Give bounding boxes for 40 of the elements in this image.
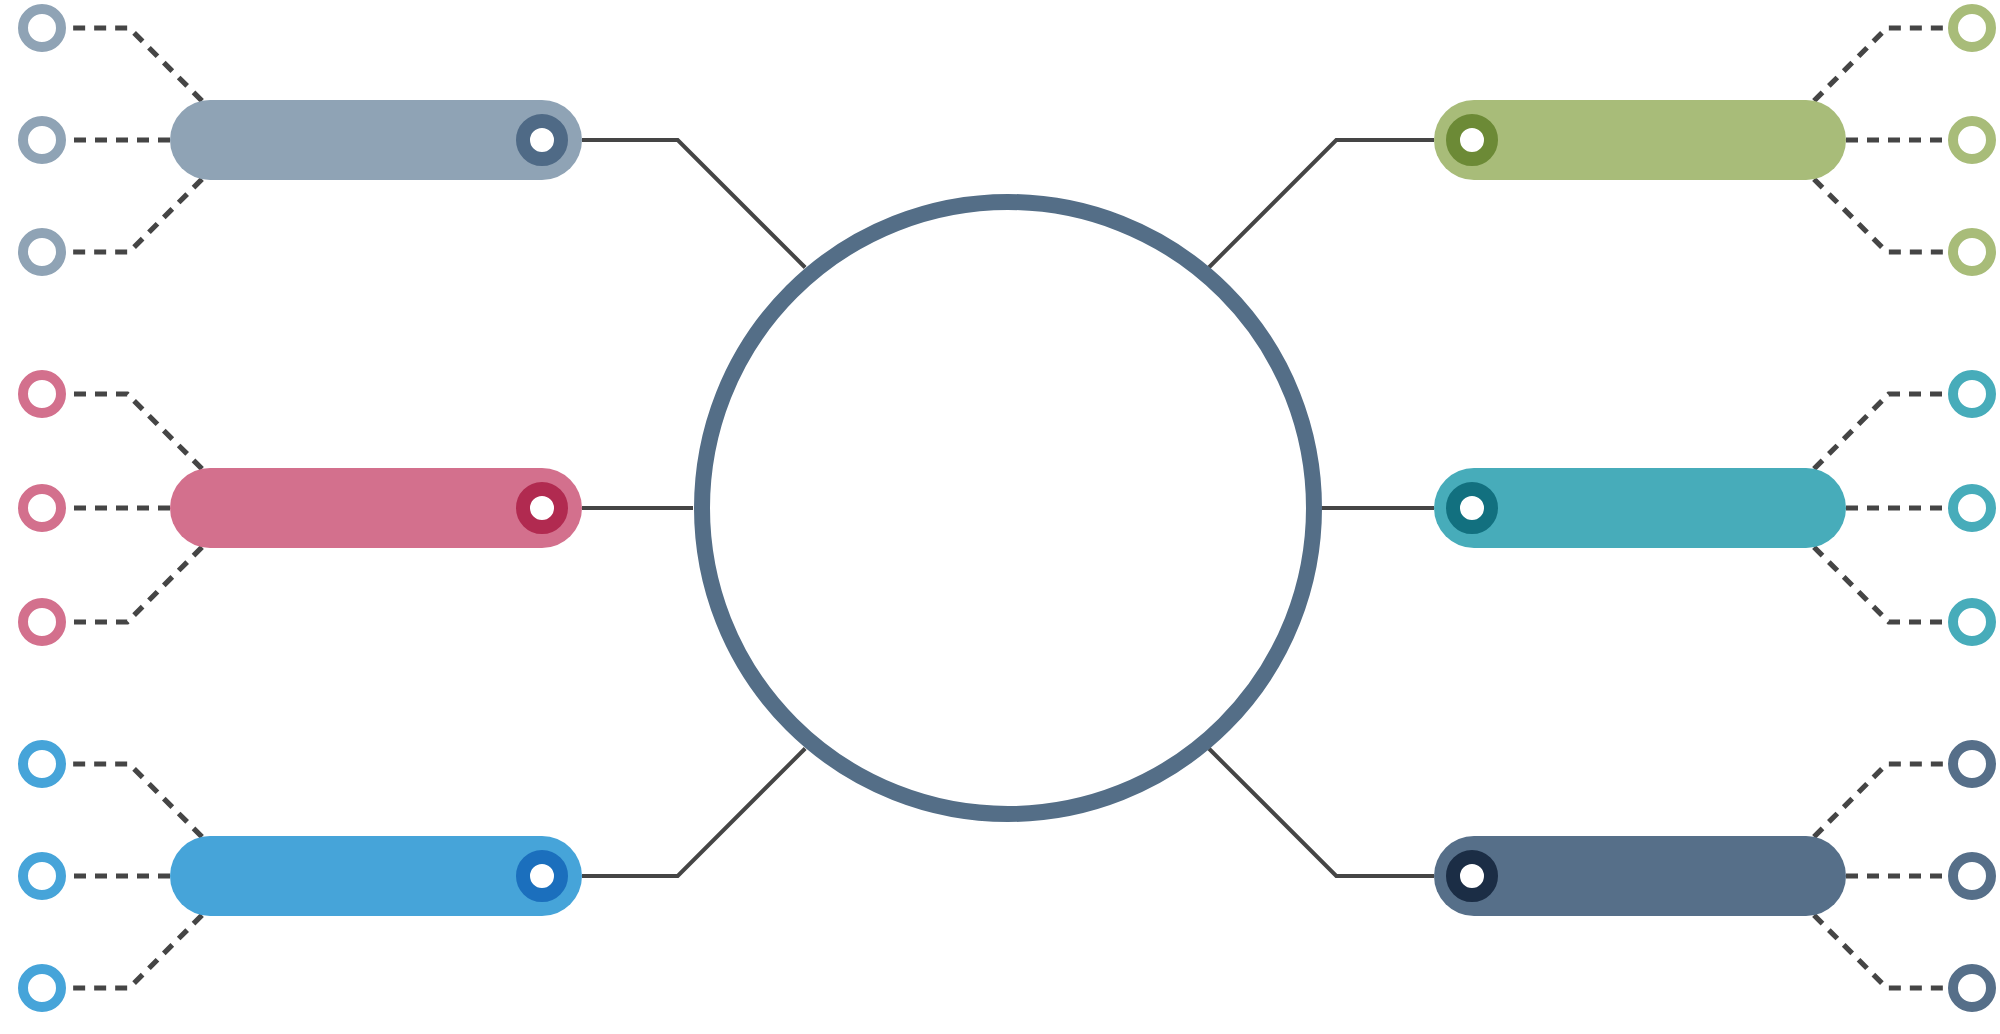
dashed-line: [1812, 391, 1948, 471]
ring-marker: [18, 116, 66, 164]
ring-marker: [1948, 370, 1996, 418]
dashed-line: [1846, 873, 1948, 879]
pill-bar: [1434, 468, 1846, 548]
dashed-line: [1812, 25, 1948, 103]
ring-marker: [1948, 852, 1996, 900]
ring-marker: [18, 370, 66, 418]
ring-marker: [18, 4, 66, 52]
ring-marker: [18, 598, 66, 646]
connector-line: [1207, 747, 1434, 878]
connector-line: [1321, 506, 1434, 510]
hub-circle: [693, 194, 1321, 822]
ring-marker: [18, 228, 66, 276]
ring-marker: [1948, 598, 1996, 646]
ring-marker: [18, 852, 66, 900]
pill-bar: [1434, 100, 1846, 180]
connector-line: [1207, 138, 1434, 269]
dashed-line: [1846, 137, 1948, 143]
ring-marker: [18, 740, 66, 788]
pill-bar: [170, 468, 582, 548]
ring-marker: [18, 484, 66, 532]
pill-bar: [170, 100, 582, 180]
ring-marker: [1948, 964, 1996, 1012]
ring-marker: [1948, 740, 1996, 788]
ring-marker: [18, 964, 66, 1012]
connector-line: [582, 506, 693, 510]
connector-line: [582, 138, 807, 269]
ring-marker: [1948, 4, 1996, 52]
ring-marker: [1948, 228, 1996, 276]
pill-bar: [1434, 836, 1846, 916]
dashed-line: [1812, 545, 1948, 625]
dashed-line: [1812, 913, 1948, 991]
dashed-line: [1846, 505, 1948, 511]
dashed-line: [1812, 177, 1948, 255]
ring-marker: [1948, 116, 1996, 164]
dashed-line: [1812, 761, 1948, 839]
ring-marker: [1948, 484, 1996, 532]
connector-line: [582, 747, 807, 878]
pill-bar: [170, 836, 582, 916]
